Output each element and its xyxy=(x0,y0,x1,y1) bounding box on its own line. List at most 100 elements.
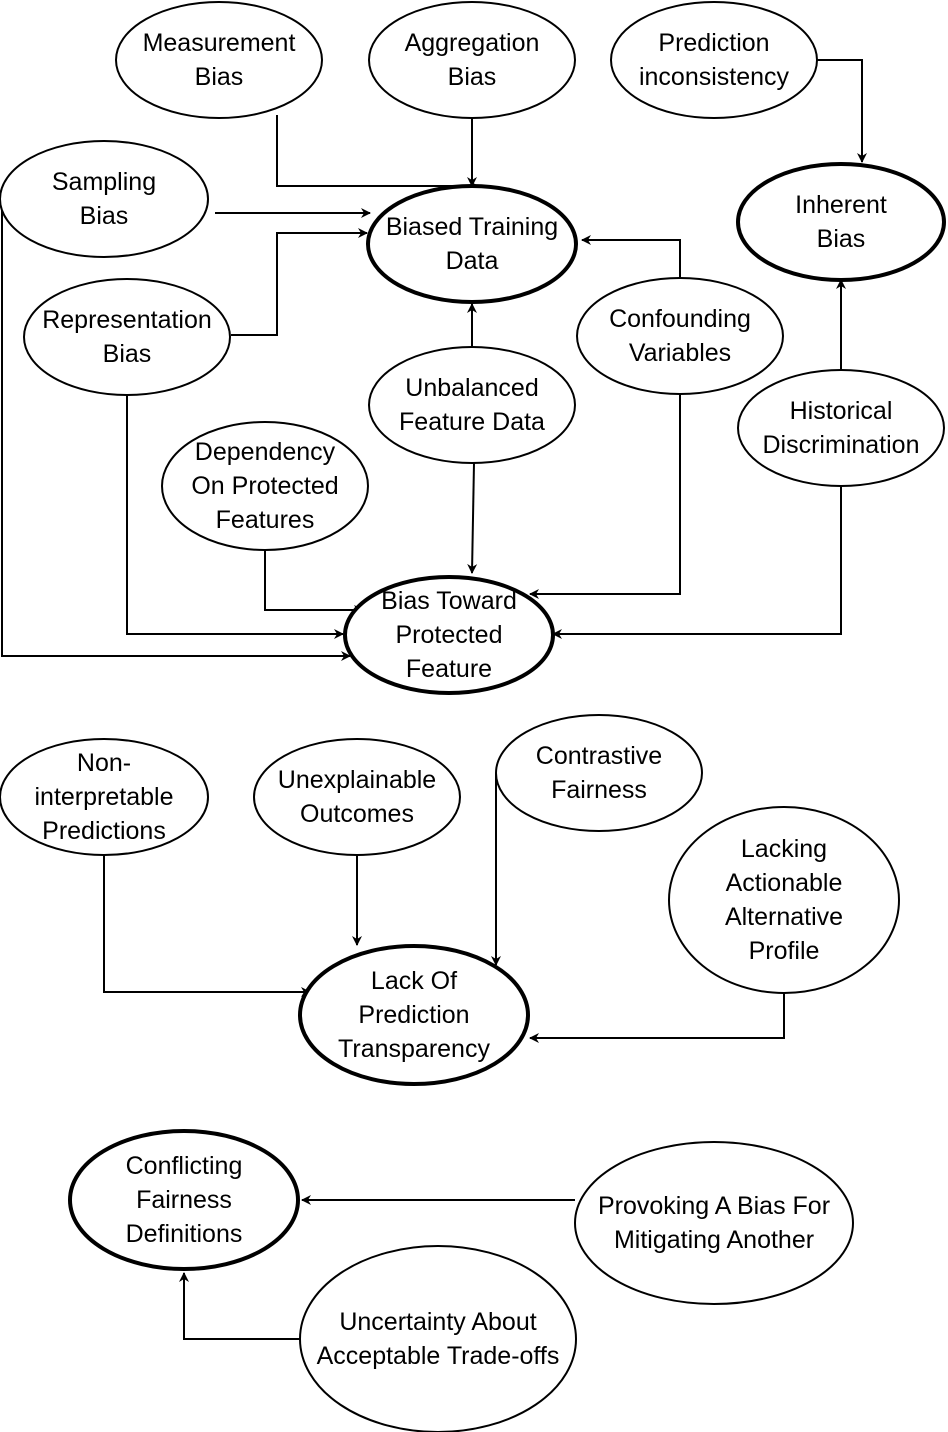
aggregation-bias-ellipse xyxy=(368,1,576,119)
representation-bias-label-line: Representation xyxy=(42,306,212,334)
provoking-a-bias-for-mitigating-another-label-line: Mitigating Another xyxy=(614,1226,814,1254)
arrow-non-interpretable-predictions-to-lack-of-prediction-transparency xyxy=(103,855,311,997)
historical-discrimination-ellipse xyxy=(737,369,945,487)
arrow-unbalanced-feature-data-to-bias-toward-protected-feature xyxy=(467,462,478,574)
representation-bias-ellipse xyxy=(23,278,231,396)
measurement-bias-label-line: Bias xyxy=(195,63,244,91)
lack-of-prediction-transparency-ellipse xyxy=(298,944,530,1086)
lacking-actionable-alternative-profile-label-line: Profile xyxy=(749,937,820,965)
node-prediction-inconsistency: Prediction inconsistency xyxy=(610,1,818,119)
edges-layer xyxy=(1,59,867,1340)
unexplainable-outcomes-label-line: Unexplainable xyxy=(278,766,436,794)
representation-bias-label-line: Bias xyxy=(103,340,152,368)
dependency-on-protected-features-label-line: On Protected xyxy=(191,472,338,500)
bias-toward-protected-feature-ellipse xyxy=(343,575,555,695)
provoking-a-bias-for-mitigating-another-label-line: Provoking A Bias For xyxy=(598,1192,830,1220)
confounding-variables-ellipse xyxy=(576,277,784,395)
arrow-representation-bias-to-bias-toward-protected-feature xyxy=(126,395,344,639)
unbalanced-feature-data-label-line: Unbalanced xyxy=(405,374,538,402)
conflicting-fairness-definitions-label-line: Conflicting xyxy=(126,1152,243,1180)
historical-discrimination-label-line: Historical xyxy=(790,397,893,425)
non-interpretable-predictions-label-line: interpretable xyxy=(35,783,174,811)
bias-toward-protected-feature-label-line: Protected xyxy=(395,621,502,649)
dependency-on-protected-features-label-line: Features xyxy=(216,506,315,534)
arrow-uncertainty-about-acceptable-trade-offs-to-conflicting-fairness-definitions xyxy=(179,1272,300,1340)
prediction-inconsistency-ellipse xyxy=(610,1,818,119)
lack-of-prediction-transparency-label-line: Transparency xyxy=(338,1035,490,1063)
sampling-bias-ellipse xyxy=(0,140,209,258)
non-interpretable-predictions-label-line: Predictions xyxy=(42,817,166,845)
conflicting-fairness-definitions-label-line: Fairness xyxy=(136,1186,232,1214)
uncertainty-about-acceptable-trade-offs-label-line: Uncertainty About xyxy=(339,1308,536,1336)
arrow-confounding-variables-to-biased-training-data xyxy=(581,235,681,278)
aggregation-bias-label-line: Aggregation xyxy=(405,29,540,57)
arrow-dependency-on-protected-features-to-bias-toward-protected-feature xyxy=(264,550,364,615)
non-interpretable-predictions-ellipse xyxy=(0,738,209,856)
inherent-bias-ellipse xyxy=(736,162,946,282)
provoking-a-bias-for-mitigating-another-ellipse xyxy=(574,1141,854,1305)
dependency-on-protected-features-ellipse xyxy=(161,421,369,551)
dependency-on-protected-features-label-line: Dependency xyxy=(195,438,336,466)
arrow-lacking-actionable-alternative-profile-to-lack-of-prediction-transparency xyxy=(529,993,785,1043)
confounding-variables-label-line: Variables xyxy=(629,339,731,367)
biased-training-data-label-line: Biased Training xyxy=(386,213,558,241)
contrastive-fairness-ellipse xyxy=(495,714,703,832)
bias-toward-protected-feature-label-line: Bias Toward xyxy=(381,587,517,615)
non-interpretable-predictions-label-line: Non- xyxy=(77,749,131,777)
contrastive-fairness-label-line: Fairness xyxy=(551,776,647,804)
lacking-actionable-alternative-profile-label-line: Actionable xyxy=(726,869,843,897)
uncertainty-about-acceptable-trade-offs-label-line: Acceptable Trade-offs xyxy=(317,1342,560,1370)
lack-of-prediction-transparency-label-line: Prediction xyxy=(358,1001,469,1029)
conflicting-fairness-definitions-label-line: Definitions xyxy=(126,1220,243,1248)
arrow-sampling-bias-to-bias-toward-protected-feature xyxy=(1,199,351,661)
bias-toward-protected-feature-label-line: Feature xyxy=(406,655,492,683)
arrow-representation-bias-to-biased-training-data xyxy=(231,228,368,336)
sampling-bias-label-line: Bias xyxy=(80,202,129,230)
lack-of-prediction-transparency-label-line: Lack Of xyxy=(371,967,457,995)
historical-discrimination-label-line: Discrimination xyxy=(763,431,920,459)
biased-training-data-ellipse xyxy=(366,184,578,304)
measurement-bias-label-line: Measurement xyxy=(143,29,296,57)
lacking-actionable-alternative-profile-label-line: Lacking xyxy=(741,835,827,863)
inherent-bias-label-line: Bias xyxy=(817,225,866,253)
sampling-bias-label-line: Sampling xyxy=(52,168,156,196)
lacking-actionable-alternative-profile-ellipse xyxy=(668,806,900,994)
confounding-variables-label-line: Confounding xyxy=(609,305,751,333)
arrow-measurement-bias-to-biased-training-data xyxy=(276,115,479,191)
prediction-inconsistency-label-line: inconsistency xyxy=(639,63,790,91)
aggregation-bias-label-line: Bias xyxy=(448,63,497,91)
contrastive-fairness-label-line: Contrastive xyxy=(536,742,662,770)
uncertainty-about-acceptable-trade-offs-ellipse xyxy=(299,1245,577,1432)
arrow-historical-discrimination-to-bias-toward-protected-feature xyxy=(552,486,842,639)
biased-training-data-label-line: Data xyxy=(446,247,499,275)
conflicting-fairness-definitions-ellipse xyxy=(68,1129,300,1271)
unbalanced-feature-data-label-line: Feature Data xyxy=(399,408,545,436)
unexplainable-outcomes-label-line: Outcomes xyxy=(300,800,414,828)
measurement-bias-ellipse xyxy=(115,1,323,119)
prediction-inconsistency-label-line: Prediction xyxy=(658,29,769,57)
lacking-actionable-alternative-profile-label-line: Alternative xyxy=(725,903,843,931)
arrow-confounding-variables-to-bias-toward-protected-feature xyxy=(529,394,681,599)
arrow-prediction-inconsistency-to-inherent-bias xyxy=(817,59,867,163)
unexplainable-outcomes-ellipse xyxy=(253,738,461,856)
